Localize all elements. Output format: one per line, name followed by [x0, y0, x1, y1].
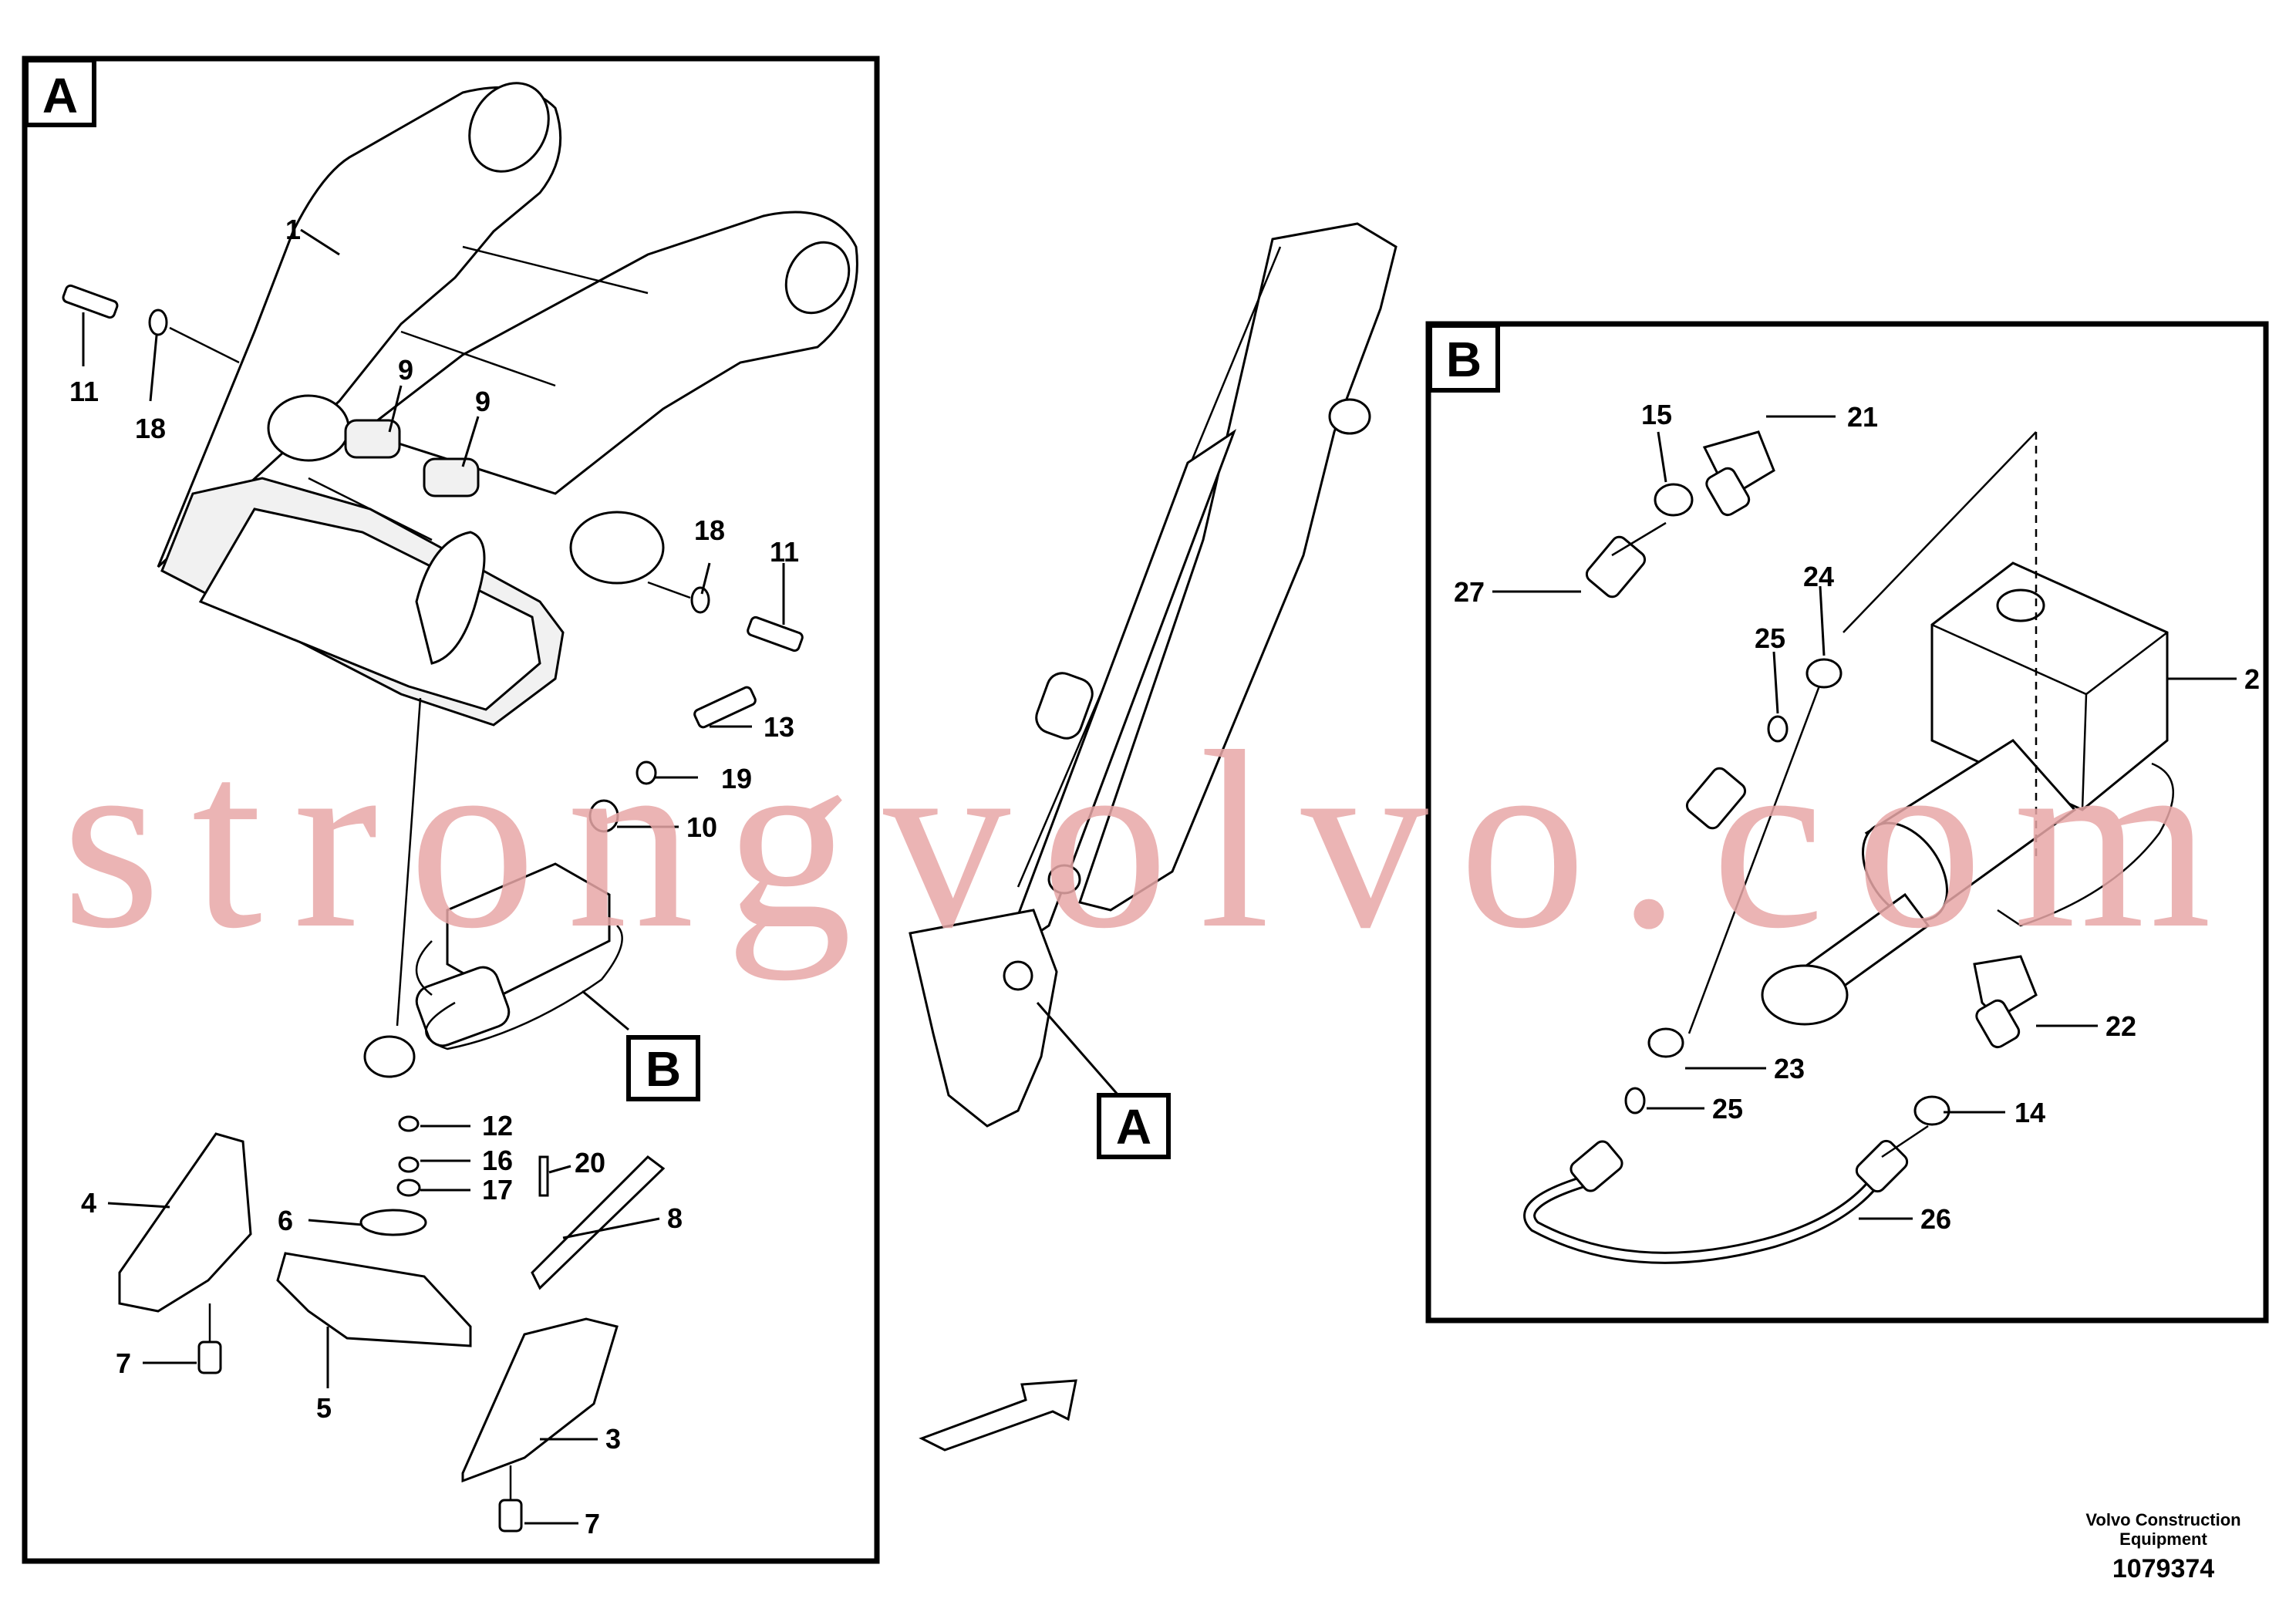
part-label-8: 8: [667, 1202, 683, 1234]
part-label-18: 18: [694, 514, 725, 546]
part-label-26: 26: [1920, 1203, 1951, 1235]
b-hoses: [1484, 430, 2038, 1264]
b-cylinder: [1687, 431, 2175, 1034]
part-label-24: 24: [1803, 561, 1834, 592]
detail-a-letter: A: [42, 68, 78, 123]
boom-overview: A: [909, 222, 1397, 1159]
callout-a-tag: [1097, 1093, 1171, 1159]
part-label-7: 7: [116, 1347, 131, 1379]
part-label-6: 6: [278, 1205, 293, 1236]
part-label-23: 23: [1774, 1053, 1805, 1084]
part-label-18: 18: [135, 413, 166, 444]
part-label-15: 15: [1641, 399, 1672, 430]
part-label-4: 4: [81, 1187, 96, 1219]
part-label-9: 9: [475, 386, 491, 417]
part-label-21: 21: [1847, 401, 1878, 433]
detail-b: B: [1425, 321, 2269, 1324]
part-label-13: 13: [764, 711, 794, 743]
part-label-25: 25: [1755, 622, 1785, 654]
lock-cylinder: [363, 686, 757, 1078]
part-label-19: 19: [721, 763, 752, 794]
part-label-10: 10: [686, 811, 717, 843]
part-label-1: 1: [285, 214, 301, 245]
part-label-11: 11: [69, 376, 99, 407]
callout-a-letter: A: [1116, 1099, 1151, 1155]
fasteners-top: [62, 284, 804, 653]
watermark-text: strongvolvo.com: [62, 700, 2242, 981]
drawing-number: 1079374: [2112, 1554, 2214, 1583]
leaders-a: [82, 228, 785, 1525]
part-label-2: 2: [2244, 663, 2260, 695]
company-name-line1: Volvo Construction: [2085, 1510, 2240, 1529]
part-label-14: 14: [2014, 1097, 2045, 1128]
detail-a-tag: [24, 58, 96, 127]
company-name-line2: Equipment: [2119, 1529, 2207, 1549]
detail-b-border: [1425, 321, 2269, 1324]
part-label-25: 25: [1712, 1093, 1743, 1125]
part-label-12: 12: [482, 1110, 513, 1141]
part-label-5: 5: [316, 1392, 332, 1424]
lower-parts: [118, 1115, 666, 1533]
callout-b-tag: [626, 1035, 700, 1101]
part-label-27: 27: [1454, 576, 1485, 608]
part-label-16: 16: [482, 1145, 513, 1176]
part-label-17: 17: [482, 1174, 513, 1206]
detail-b-letter: B: [1446, 332, 1482, 387]
part-label-9: 9: [398, 354, 413, 386]
part-label-22: 22: [2106, 1010, 2136, 1042]
part-label-3: 3: [605, 1423, 621, 1455]
detail-a: A: [22, 56, 880, 1564]
part-label-7: 7: [585, 1508, 600, 1539]
part-label-11: 11: [770, 536, 799, 568]
footer: Volvo Construction Equipment 1079374: [2085, 1510, 2240, 1583]
part-label-20: 20: [575, 1147, 605, 1179]
detail-a-border: [22, 56, 880, 1564]
leaders-b: [1492, 415, 2237, 1220]
coupler-bracket: [157, 82, 858, 727]
view-direction-arrow: [919, 1379, 1077, 1452]
detail-b-tag: [1428, 323, 1500, 393]
callout-b-letter: B: [646, 1041, 681, 1097]
